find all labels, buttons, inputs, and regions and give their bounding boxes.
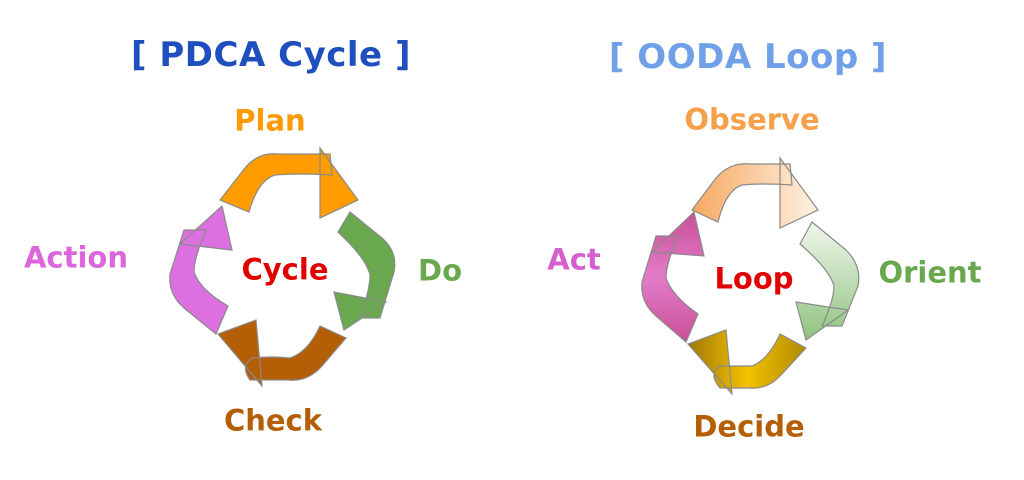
ooda-arrows [641, 156, 860, 396]
pdca-step-check: Check [223, 403, 323, 438]
pdca-plan-arrow [219, 146, 359, 219]
pdca-center-label: Cycle [241, 252, 329, 287]
ooda-step-decide: Decide [693, 409, 805, 444]
ooda-title: [ OODA Loop ] [608, 37, 888, 77]
pdca-title: [ PDCA Cycle ] [131, 35, 411, 75]
pdca-step-action: Action [23, 240, 129, 275]
ooda-step-act: Act [547, 242, 601, 277]
ooda-orient-arrow [795, 221, 860, 341]
pdca-action-arrow [169, 204, 233, 335]
ooda-observe-arrow [691, 156, 819, 229]
ooda-center-label: Loop [714, 261, 794, 296]
ooda-act-arrow [641, 210, 705, 343]
pdca-step-plan: Plan [234, 103, 306, 138]
pdca-check-arrow [216, 319, 347, 388]
ooda-step-orient: Orient [878, 255, 982, 290]
pdca-arrows [169, 146, 396, 388]
pdca-step-do: Do [418, 253, 462, 288]
pdca-do-arrow [333, 211, 396, 331]
ooda-step-observe: Observe [684, 102, 820, 137]
ooda-decide-arrow [686, 329, 807, 396]
